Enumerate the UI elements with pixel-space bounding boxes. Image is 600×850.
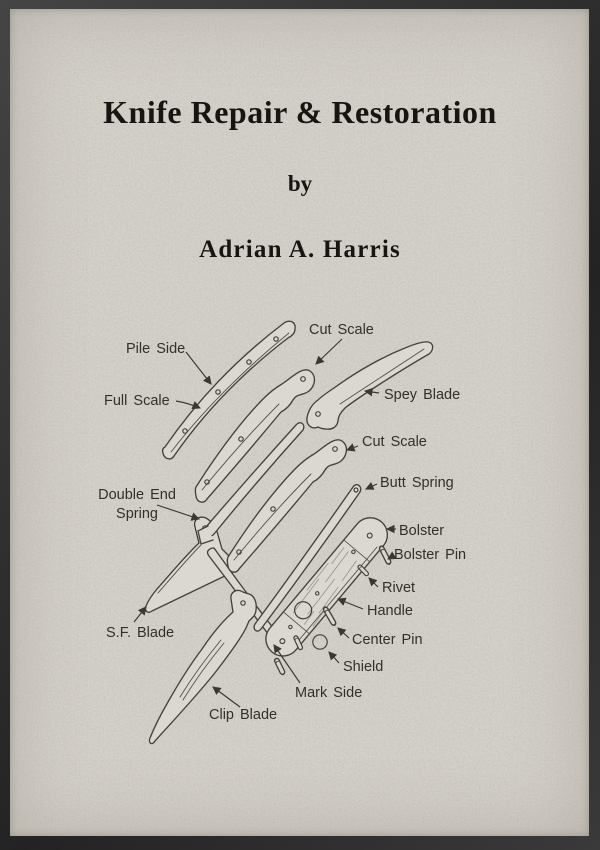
leader-rivet bbox=[368, 577, 379, 588]
bolster-line-bottom bbox=[282, 611, 310, 635]
label-double-end-spring-line2: Spring bbox=[116, 506, 158, 522]
leader-spey-blade bbox=[363, 387, 380, 397]
leader-center-pin bbox=[337, 627, 350, 639]
label-bolster: Bolster bbox=[399, 523, 444, 539]
part-clip-blade bbox=[148, 589, 257, 745]
label-butt-spring: Butt Spring bbox=[380, 475, 454, 491]
bolster-line-top bbox=[343, 539, 371, 563]
part-full-scale bbox=[161, 320, 296, 460]
label-double-end-spring-line1: Double End bbox=[98, 487, 176, 503]
diagram-labels: Pile Side Cut Scale Full Scale Spey Blad… bbox=[98, 322, 466, 723]
spare-pin-shape bbox=[273, 656, 287, 676]
label-cut-scale-top: Cut Scale bbox=[309, 322, 374, 338]
handle-grain bbox=[292, 547, 357, 627]
label-full-scale: Full Scale bbox=[104, 393, 170, 409]
bolster-pin-shape bbox=[377, 544, 393, 566]
part-butt-spring bbox=[253, 484, 362, 632]
label-clip-blade: Clip Blade bbox=[209, 707, 277, 723]
leader-bolster-pin bbox=[387, 551, 397, 560]
leader-mark-side bbox=[273, 644, 301, 684]
label-sf-blade: S.F. Blade bbox=[106, 625, 174, 641]
leader-sf-blade bbox=[133, 606, 147, 623]
byline: by bbox=[287, 171, 313, 196]
leader-shield bbox=[328, 651, 340, 664]
shield-recess-hole bbox=[294, 601, 313, 620]
label-cut-scale-mid: Cut Scale bbox=[362, 434, 427, 450]
leader-full-scale bbox=[175, 400, 201, 410]
label-center-pin: Center Pin bbox=[352, 632, 423, 648]
leader-cut-scale-top bbox=[315, 338, 343, 365]
leader-handle bbox=[336, 597, 364, 610]
part-sf-blade bbox=[144, 516, 237, 613]
author-name: Adrian A. Harris bbox=[199, 236, 401, 263]
shield-shape bbox=[312, 634, 328, 650]
label-shield: Shield bbox=[343, 659, 383, 675]
label-spey-blade: Spey Blade bbox=[384, 387, 460, 403]
label-handle: Handle bbox=[367, 603, 413, 619]
leader-cut-scale-mid bbox=[345, 443, 359, 452]
page-title: Knife Repair & Restoration bbox=[103, 94, 497, 130]
leader-clip-blade bbox=[212, 686, 241, 708]
part-cut-scale-top bbox=[194, 369, 316, 503]
label-mark-side: Mark Side bbox=[295, 685, 362, 701]
leader-double-end-spring bbox=[156, 504, 201, 521]
label-pile-side: Pile Side bbox=[126, 341, 185, 357]
part-handle-assembly bbox=[265, 517, 388, 657]
label-bolster-pin: Bolster Pin bbox=[394, 547, 466, 563]
part-cut-scale-mid bbox=[226, 439, 348, 573]
leader-butt-spring bbox=[365, 481, 378, 490]
leader-pile-side bbox=[185, 351, 212, 385]
part-spey-blade bbox=[306, 341, 434, 430]
label-rivet: Rivet bbox=[382, 580, 415, 596]
leader-lines bbox=[133, 338, 397, 708]
